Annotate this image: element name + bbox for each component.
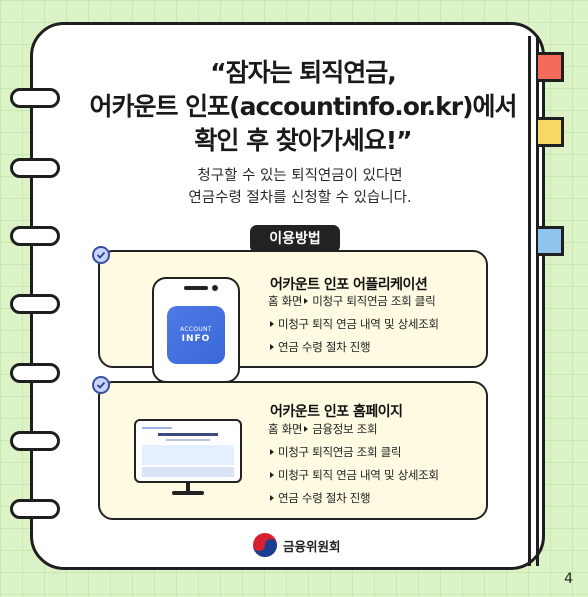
step-item: 홈 화면 미청구 퇴직연금 조회 클릭 xyxy=(268,290,439,313)
website-card: 어카운트 인포 홈페이지 홈 화면 금융정보 조회 미청구 퇴직연금 조회 클릭 … xyxy=(98,381,488,520)
arrow-icon xyxy=(270,321,274,327)
page-edge xyxy=(528,36,531,566)
monitor-base xyxy=(172,491,204,495)
arrow-icon xyxy=(270,495,274,501)
government-logo-icon xyxy=(253,533,277,557)
step-text: 미청구 퇴직 연금 내역 및 상세조회 xyxy=(278,468,439,482)
page-title: “잠자는 퇴직연금, 어카운트 인포(accountinfo.or.kr)에서 … xyxy=(68,56,538,158)
step-item: 홈 화면 금융정보 조회 xyxy=(268,418,439,441)
binder-ring xyxy=(10,499,60,519)
binder-ring xyxy=(10,363,60,383)
step-text: 연금 수령 절차 진행 xyxy=(278,340,371,354)
step-text: 미청구 퇴직연금 조회 클릭 xyxy=(312,294,436,308)
checkmark-icon xyxy=(92,376,110,394)
bookmark-tab-blue xyxy=(538,226,564,256)
how-to-badge: 이용방법 xyxy=(250,225,340,253)
step-text: 홈 화면 xyxy=(268,294,303,308)
arrow-icon xyxy=(270,449,274,455)
step-item: 미청구 퇴직연금 조회 클릭 xyxy=(268,441,439,464)
account-info-app-icon: ACCOUNT INFO xyxy=(167,306,225,364)
app-card: ACCOUNT INFO 어카운트 인포 어플리케이션 홈 화면 미청구 퇴직연금… xyxy=(98,250,488,383)
step-item: 미청구 퇴직 연금 내역 및 상세조회 xyxy=(268,313,439,336)
title-line: 어카운트 인포(accountinfo.or.kr)에서 xyxy=(89,92,517,121)
checkmark-icon xyxy=(92,246,110,264)
card-title: 어카운트 인포 홈페이지 xyxy=(270,404,403,420)
phone-icon: ACCOUNT INFO xyxy=(152,277,240,383)
binder-ring xyxy=(10,294,60,314)
subtitle: 청구할 수 있는 퇴직연금이 있다면 연금수령 절차를 신청할 수 있습니다. xyxy=(100,165,500,209)
bookmark-tab-yellow xyxy=(538,117,564,147)
page-number: 4 xyxy=(564,571,573,587)
subtitle-line: 연금수령 절차를 신청할 수 있습니다. xyxy=(188,190,412,206)
step-text: 금융정보 조회 xyxy=(312,422,378,436)
arrow-icon xyxy=(270,344,274,350)
title-line: “잠자는 퇴직연금, xyxy=(210,58,397,87)
step-text: 홈 화면 xyxy=(268,422,303,436)
page-edge xyxy=(536,36,539,566)
step-list: 홈 화면 미청구 퇴직연금 조회 클릭 미청구 퇴직 연금 내역 및 상세조회 연… xyxy=(268,290,439,359)
arrow-icon xyxy=(304,298,309,304)
card-title: 어카운트 인포 어플리케이션 xyxy=(270,277,428,293)
monitor-icon xyxy=(134,419,242,483)
step-item: 연금 수령 절차 진행 xyxy=(268,487,439,510)
binder-ring xyxy=(10,226,60,246)
subtitle-line: 청구할 수 있는 퇴직연금이 있다면 xyxy=(197,168,403,184)
step-text: 미청구 퇴직 연금 내역 및 상세조회 xyxy=(278,317,439,331)
monitor-stand xyxy=(186,481,190,493)
binder-ring xyxy=(10,431,60,451)
step-text: 미청구 퇴직연금 조회 클릭 xyxy=(278,445,402,459)
title-line: 확인 후 찾아가세요!” xyxy=(194,126,412,155)
step-item: 미청구 퇴직 연금 내역 및 상세조회 xyxy=(268,464,439,487)
app-icon-text: ACCOUNT xyxy=(180,325,212,333)
app-icon-text: INFO xyxy=(181,333,211,344)
step-text: 연금 수령 절차 진행 xyxy=(278,491,371,505)
step-list: 홈 화면 금융정보 조회 미청구 퇴직연금 조회 클릭 미청구 퇴직 연금 내역 … xyxy=(268,418,439,510)
binder-ring xyxy=(10,88,60,108)
bookmark-tab-red xyxy=(538,52,564,82)
binder-ring xyxy=(10,158,60,178)
org-name: 금융위원회 xyxy=(283,539,341,554)
arrow-icon xyxy=(270,472,274,478)
arrow-icon xyxy=(304,426,309,432)
step-item: 연금 수령 절차 진행 xyxy=(268,336,439,359)
